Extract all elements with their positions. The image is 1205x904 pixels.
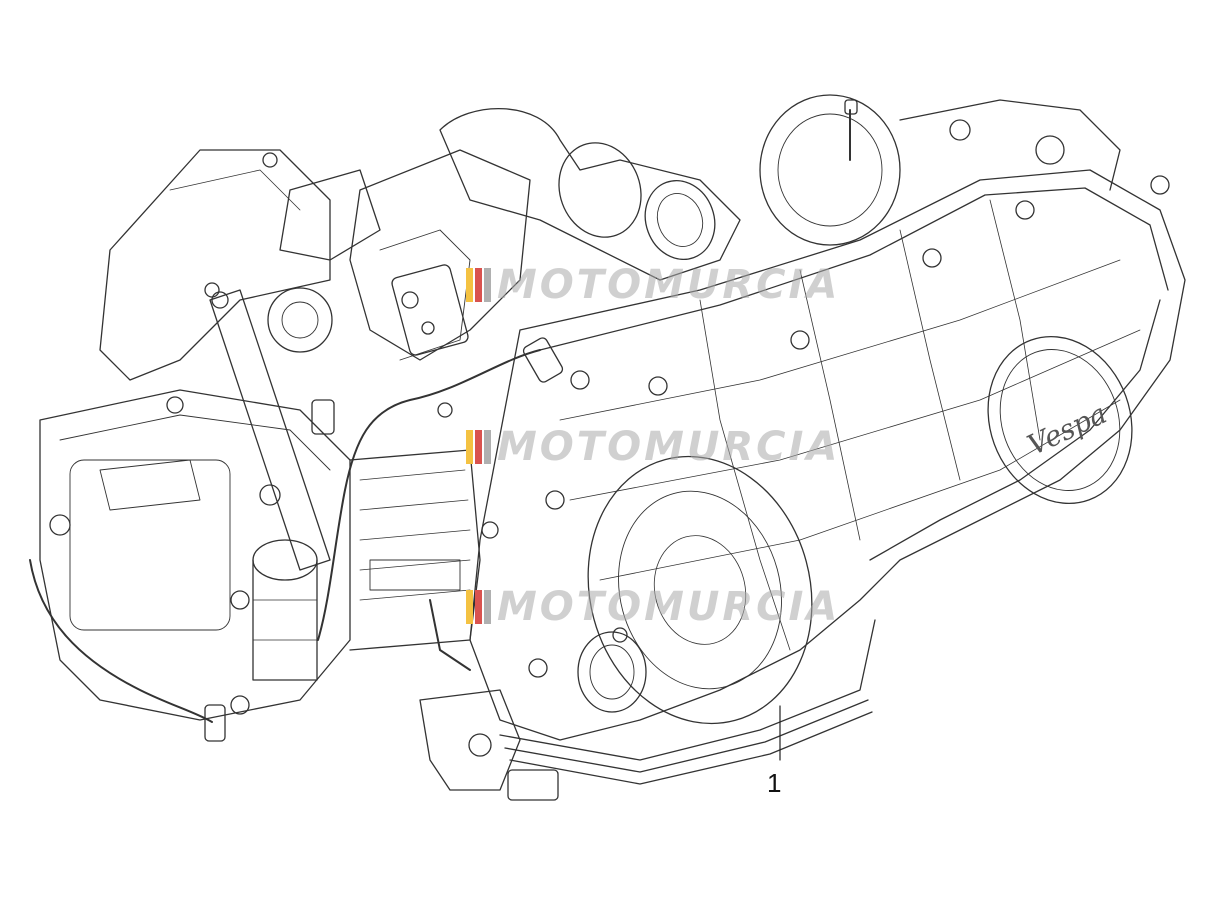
spark-plug-cable [29,349,541,723]
watermark-text: MOTOMURCIA [497,584,841,630]
flywheel-cover [759,94,1170,246]
watermark-text: MOTOMURCIA [497,424,841,470]
rear-mount [419,689,559,801]
air-intake [439,107,741,281]
transmission-casing [469,169,1186,785]
watermark-bottom: MOTOMURCIA [466,584,840,630]
bolts [204,152,1035,757]
oil-filter [252,539,318,681]
variator-cover [577,455,813,725]
mounting-bracket [209,289,331,571]
vespa-badge-text: Vespa [1022,397,1111,462]
watermark-middle: MOTOMURCIA [466,424,840,470]
callout-label: 1 [767,768,782,798]
engine-block [39,149,481,721]
watermark-text: MOTOMURCIA [497,262,841,308]
watermark-top: MOTOMURCIA [466,262,840,308]
watermark-flag-icon [466,430,491,464]
spark-plug-cap [204,337,564,742]
watermark-flag-icon [466,268,491,302]
throttle-body [267,149,531,361]
watermark-flag-icon [466,590,491,624]
